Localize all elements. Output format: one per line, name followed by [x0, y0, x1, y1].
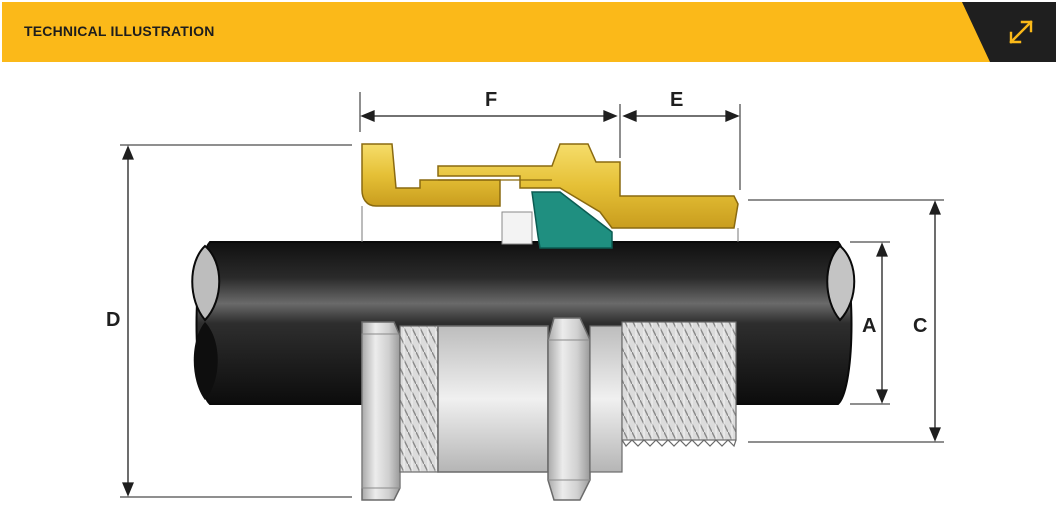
dimension-label-a: A [862, 315, 876, 337]
dimension-lines [120, 92, 944, 498]
page-title: TECHNICAL ILLUSTRATION [24, 23, 215, 39]
dimension-label-e: E [670, 89, 683, 111]
expand-diagonal-icon [1009, 20, 1033, 44]
dimension-label-d: D [106, 309, 120, 331]
gland-upper-section [361, 143, 739, 249]
header-band [2, 2, 1054, 62]
dimension-label-c: C [913, 315, 927, 337]
header-corner [962, 2, 1056, 62]
cable-gland-diagram: F E D A C [106, 89, 944, 501]
gland-lower-body [361, 317, 737, 501]
header-bar: TECHNICAL ILLUSTRATION [0, 0, 1056, 62]
dimension-label-f: F [485, 89, 497, 111]
expand-button[interactable] [996, 6, 1046, 56]
